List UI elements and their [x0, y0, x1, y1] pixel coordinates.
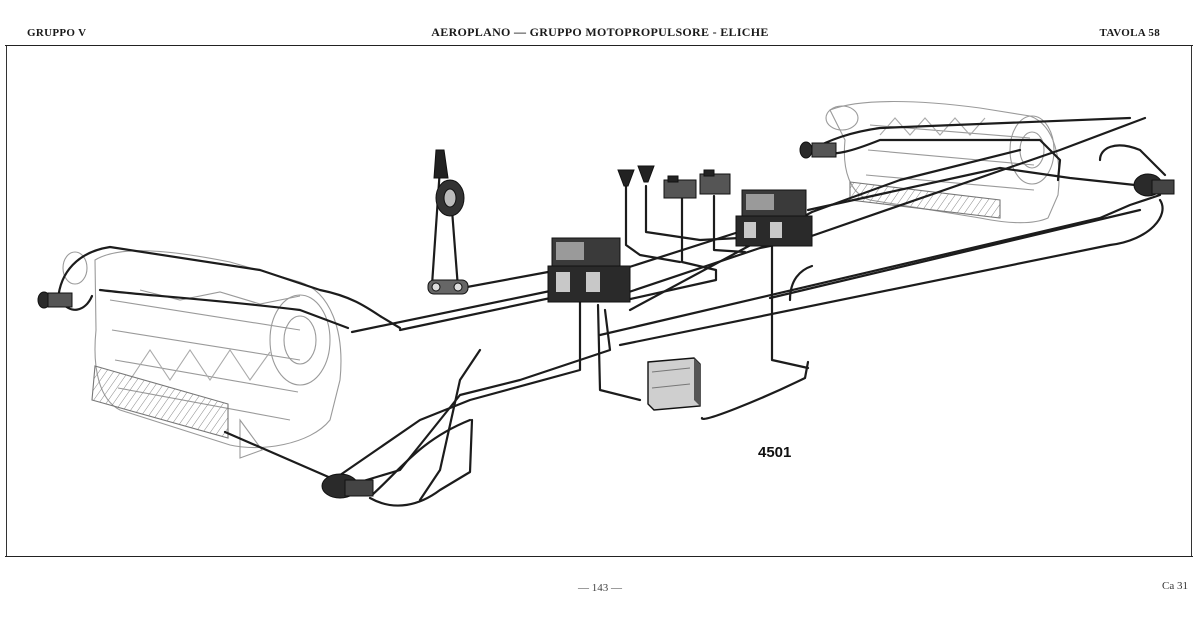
header-rule	[5, 45, 1193, 46]
control-cables	[56, 116, 1167, 507]
sheet-code: Ca 31	[1162, 580, 1188, 592]
indicator-instruments	[617, 165, 731, 199]
figure-number: 4501	[758, 444, 792, 461]
pitch-actuator-right	[799, 141, 1175, 197]
throttle-lever	[427, 149, 469, 295]
junction-box-left	[547, 237, 631, 303]
footer-rule	[5, 556, 1193, 557]
section-label: GRUPPO V	[27, 27, 87, 39]
plate-number: TAVOLA 58	[1099, 27, 1160, 39]
page-number: — 143 —	[578, 582, 622, 594]
frame-left-border	[6, 46, 7, 556]
page-title: AEROPLANO — GRUPPO MOTOPROPULSORE - ELIC…	[431, 25, 769, 39]
control-unit-box	[647, 357, 701, 411]
frame-right-border	[1191, 46, 1192, 556]
pitch-actuator-left	[37, 291, 374, 499]
junction-box-right	[735, 189, 813, 247]
left-engine	[62, 250, 342, 459]
